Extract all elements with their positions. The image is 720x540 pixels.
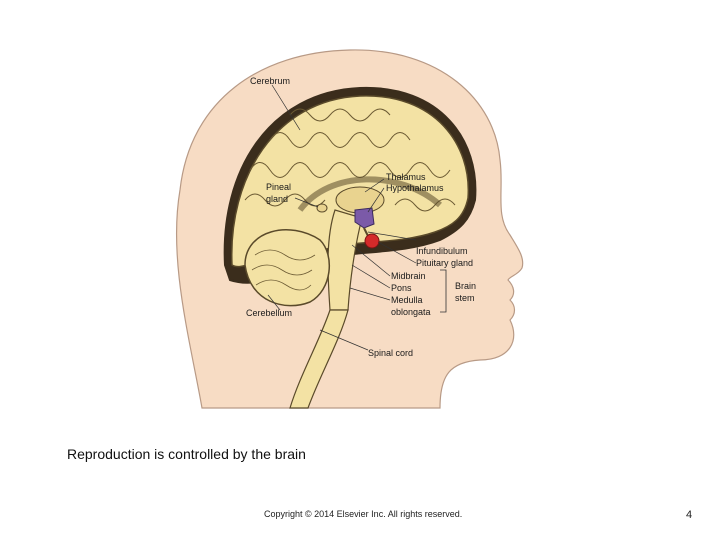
hypothalamus xyxy=(354,207,375,229)
label-pons: Pons xyxy=(391,283,412,293)
label-pineal: Pineal xyxy=(266,182,291,192)
spinal-cord xyxy=(289,309,349,409)
pituitary-gland xyxy=(364,233,380,249)
label-medulla: Medulla xyxy=(391,295,423,305)
label-brain: Brain xyxy=(455,281,476,291)
label-infundibulum: Infundibulum xyxy=(416,246,468,256)
corpus-callosum xyxy=(297,176,442,212)
cerebellum-folia xyxy=(251,249,316,291)
label-oblongata: oblongata xyxy=(391,307,431,317)
label-pituitary: Pituitary gland xyxy=(416,258,473,268)
label-cerebellum: Cerebellum xyxy=(246,308,292,318)
label-spinal-cord: Spinal cord xyxy=(368,348,413,358)
label-pineal-gland: gland xyxy=(266,194,288,204)
label-thalamus: Thalamus xyxy=(386,172,426,182)
label-cerebrum: Cerebrum xyxy=(250,76,290,86)
pineal-gland xyxy=(316,203,328,213)
cerebrum-gyri xyxy=(244,108,456,212)
cerebellum xyxy=(244,229,331,307)
brain-anatomy-diagram: Cerebrum Thalamus Hypothalamus Pineal gl… xyxy=(175,49,524,409)
slide-caption: Reproduction is controlled by the brain xyxy=(67,446,306,462)
label-stem: stem xyxy=(455,293,475,303)
copyright-notice: Copyright © 2014 Elsevier Inc. All right… xyxy=(264,509,463,519)
label-hypothalamus: Hypothalamus xyxy=(386,183,444,193)
label-midbrain: Midbrain xyxy=(391,271,426,281)
page-number: 4 xyxy=(686,509,693,521)
brain-stem-bracket xyxy=(440,269,447,313)
leader-lines xyxy=(267,84,417,351)
infundibulum xyxy=(363,227,369,237)
